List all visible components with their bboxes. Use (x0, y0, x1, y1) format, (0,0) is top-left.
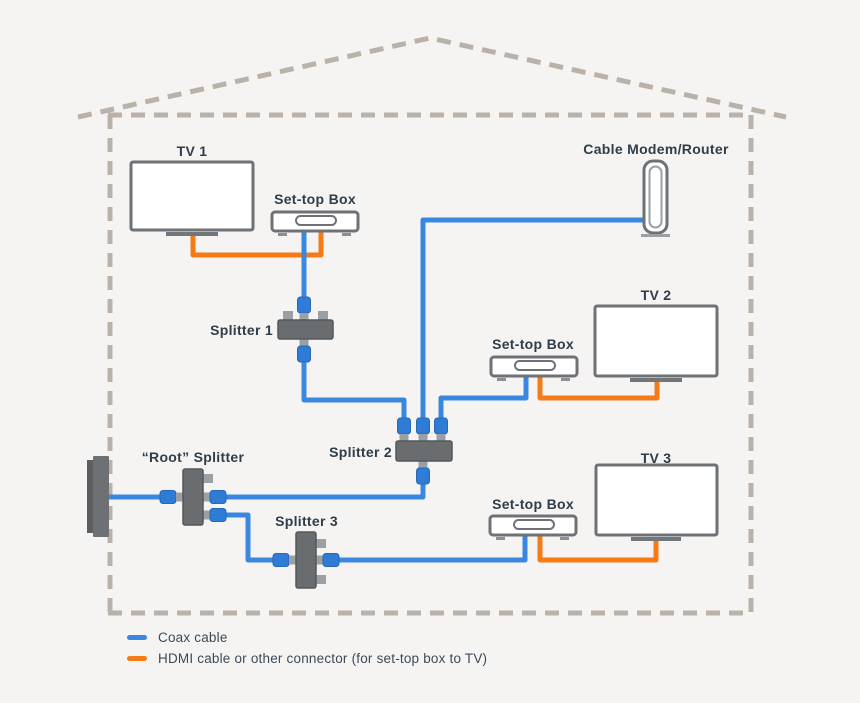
hdmi-cable-stb1-tv1 (190, 229, 324, 258)
splitter2-top-nub-1 (399, 434, 409, 441)
tv2 (593, 304, 719, 382)
stb1-label: Set-top Box (274, 191, 356, 207)
root-right-mid-plug (209, 490, 227, 504)
wall-plate-back (87, 460, 93, 533)
stb2-label: Set-top Box (492, 336, 574, 352)
tv2-label: TV 2 (640, 287, 672, 303)
coax-splitter3-stb3 (330, 534, 528, 563)
tv1-screen (129, 160, 255, 232)
splitter2-top-plug-1 (397, 417, 411, 435)
splitter2-body (395, 440, 453, 462)
tv3 (594, 463, 719, 541)
root-right-top-nub (203, 474, 213, 483)
coax-cables (109, 217, 646, 563)
root-splitter-body (182, 468, 204, 526)
stb1 (270, 210, 360, 236)
splitter3-spare-nub-top (316, 539, 326, 548)
splitter1-spare-nub-right (318, 311, 328, 320)
splitter3 (272, 531, 340, 589)
hdmi-cable-stb3-tv3 (537, 534, 659, 563)
splitter1-body (277, 319, 334, 340)
splitter2-bottom-plug (416, 467, 430, 485)
coax-splitter2-root (214, 461, 426, 500)
splitter1-bottom-nub (299, 339, 309, 346)
splitter3-body (295, 531, 317, 589)
tv2-stand (630, 378, 682, 382)
tv1-label: TV 1 (176, 143, 208, 159)
splitter3-label: Splitter 3 (275, 513, 338, 529)
tv2-screen (593, 304, 719, 378)
stb2-foot-right (561, 378, 570, 381)
root-left-plug (159, 490, 177, 504)
splitter3-spare-nub-bottom (316, 575, 326, 584)
coax-modem-splitter2 (420, 217, 646, 432)
splitter3-left-plug (272, 553, 290, 567)
splitter3-right-nub (316, 555, 323, 565)
stb3-label: Set-top Box (492, 496, 574, 512)
root-splitter (159, 468, 227, 526)
legend-coax-label: Coax cable (158, 630, 228, 645)
legend-item-coax: Coax cable (127, 627, 487, 648)
root-right-mid-nub (203, 492, 210, 502)
legend: Coax cable HDMI cable or other connector… (127, 627, 487, 669)
tv1-stand (166, 232, 218, 236)
stb3-foot-left (496, 537, 505, 540)
house-outline (77, 35, 787, 616)
hdmi-cable-stb2-tv2 (537, 374, 660, 401)
cable-modem-router (641, 159, 670, 237)
tv3-stand (631, 537, 681, 541)
wall-plate-front (93, 456, 109, 537)
splitter1-top-plug (297, 296, 311, 314)
stb1-foot-right (342, 233, 351, 236)
tv3-screen (594, 463, 719, 537)
stb3-slot (513, 519, 555, 530)
stb1-foot-left (278, 233, 287, 236)
stb2-foot-left (497, 378, 506, 381)
root-splitter-label: “Root” Splitter (141, 449, 245, 465)
splitter2-top-nub-3 (436, 434, 446, 441)
stb2-slot (514, 360, 556, 371)
coax-line-swatch (127, 635, 147, 640)
coax-splitter1-splitter2 (301, 356, 407, 432)
splitter1-label: Splitter 1 (210, 322, 273, 338)
stb1-slot (295, 215, 337, 226)
coax-stb2-splitter2 (438, 374, 529, 432)
splitter1-top-nub (299, 313, 309, 320)
splitter2 (395, 417, 453, 485)
splitter1-bottom-plug (297, 345, 311, 363)
hdmi-cables (190, 229, 660, 563)
root-left-nub (176, 492, 183, 502)
coax-root-splitter3 (216, 512, 281, 563)
root-right-bottom-plug (209, 508, 227, 522)
root-right-bottom-nub (203, 510, 210, 520)
splitter2-bottom-nub (418, 461, 428, 468)
stb3-foot-right (560, 537, 569, 540)
splitter2-top-plug-3 (434, 417, 448, 435)
tv1 (129, 160, 255, 236)
splitter3-right-plug (322, 553, 340, 567)
legend-item-hdmi: HDMI cable or other connector (for set-t… (127, 648, 487, 669)
stb3 (488, 514, 578, 540)
splitter2-label: Splitter 2 (329, 444, 392, 460)
modem-base (641, 234, 670, 237)
modem-label: Cable Modem/Router (583, 141, 729, 157)
splitter1 (277, 296, 334, 363)
roof-line (77, 35, 787, 120)
legend-hdmi-label: HDMI cable or other connector (for set-t… (158, 651, 488, 666)
stb2 (489, 355, 579, 381)
splitter1-spare-nub-left (283, 311, 293, 320)
modem-face (648, 165, 663, 229)
wall-entry-plate (87, 456, 109, 537)
splitter2-top-plug-2 (416, 417, 430, 435)
splitter2-top-nub-2 (418, 434, 428, 441)
hdmi-line-swatch (127, 656, 147, 661)
tv3-label: TV 3 (640, 450, 672, 466)
splitter3-left-nub (289, 555, 296, 565)
